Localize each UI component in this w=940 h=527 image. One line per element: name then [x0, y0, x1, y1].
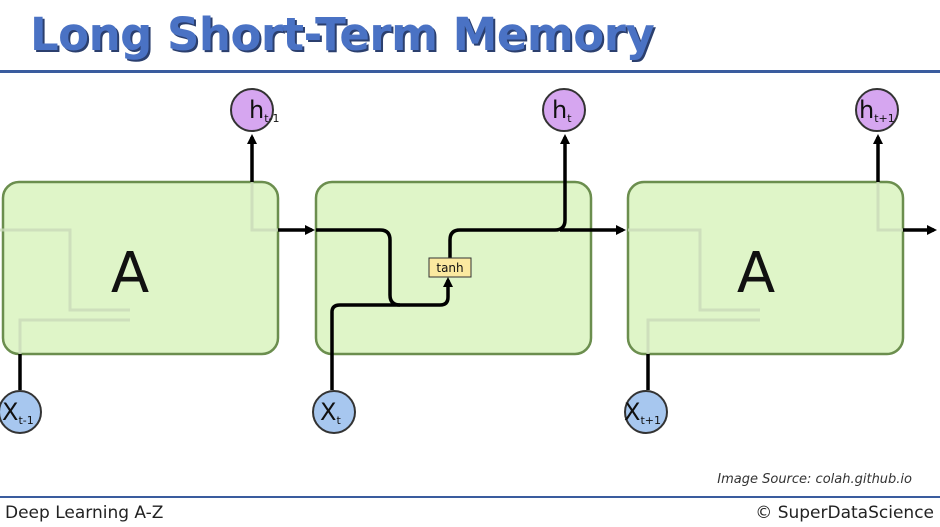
footer-divider	[0, 496, 940, 498]
svg-text:Xt-1: Xt-1	[2, 398, 34, 427]
output-arrow-2	[448, 134, 570, 258]
input-line-2	[330, 303, 400, 390]
lstm-diagram: A A tanh	[0, 88, 937, 434]
cell-box-1: A	[0, 180, 280, 410]
svg-text:ht+1: ht+1	[859, 96, 895, 125]
output-node-3: ht+1	[855, 88, 899, 132]
input-node-3: Xt+1	[624, 390, 668, 434]
tanh-label: tanh	[436, 261, 463, 275]
tanh-box: tanh	[428, 257, 472, 278]
svg-text:ht: ht	[552, 96, 572, 125]
footer-course-name: Deep Learning A-Z	[5, 503, 164, 523]
svg-text:Xt: Xt	[320, 398, 341, 427]
svg-text:ht-1: ht-1	[249, 96, 280, 125]
cell-box-3: A	[626, 180, 905, 410]
cell-label-1: A	[111, 241, 149, 306]
title-divider	[0, 70, 940, 73]
input-node-1: Xt-1	[0, 390, 42, 434]
page-title: Long Short-Term Memory	[30, 8, 655, 61]
output-node-2: ht	[542, 88, 586, 132]
connections	[18, 134, 937, 390]
input-node-2: Xt	[312, 390, 356, 434]
output-node-1: ht-1	[230, 88, 280, 132]
cell-label-3: A	[737, 241, 775, 306]
hidden-path-cell2	[316, 228, 453, 307]
svg-text:Xt+1: Xt+1	[624, 398, 661, 427]
image-source-note: Image Source: colah.github.io	[717, 472, 912, 487]
footer-copyright: © SuperDataScience	[755, 503, 934, 523]
